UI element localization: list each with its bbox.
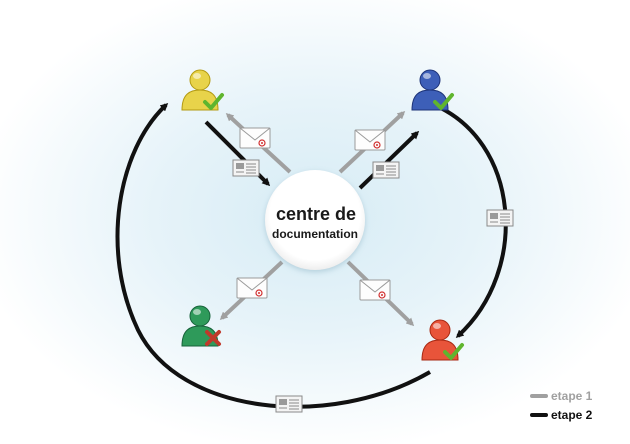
center-label-line2: documentation <box>272 227 358 241</box>
check-icon <box>203 93 224 110</box>
user-bottom-left-icon <box>181 305 221 347</box>
check-icon <box>433 93 454 110</box>
user-bottom-right-icon <box>421 319 464 361</box>
document-top-right-icon <box>372 161 400 179</box>
envelope-bottom-right-icon <box>359 279 391 301</box>
document-bottom-arc-icon <box>275 395 303 413</box>
cross-icon <box>205 330 221 346</box>
legend-step1-label: etape 1 <box>551 389 593 403</box>
check-icon <box>443 343 464 360</box>
envelope-top-right-icon <box>354 129 386 151</box>
user-top-right-icon <box>411 69 454 111</box>
envelope-top-left-icon <box>239 127 271 149</box>
cycle-arc-bottom-right-to-top-left <box>115 102 432 409</box>
envelope-bottom-left-icon <box>236 277 268 299</box>
cycle-arc-top-right-to-bottom-right <box>431 102 508 339</box>
user-top-left-icon <box>181 69 224 111</box>
center-label-line1: centre de <box>276 204 356 224</box>
document-right-arc-icon <box>486 209 514 227</box>
arrow-center-to-top-right-step2 <box>358 130 420 190</box>
document-top-left-icon <box>232 159 260 177</box>
legend-step2-label: etape 2 <box>551 408 593 422</box>
documentation-center-circle <box>265 170 365 270</box>
